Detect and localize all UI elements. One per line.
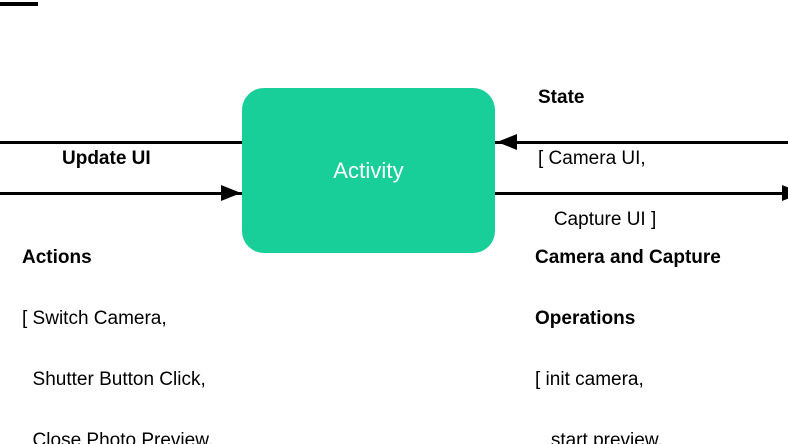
edge-label-state-item: Capture UI ] bbox=[538, 209, 657, 230]
edge-label-operations-item: start preview, bbox=[535, 430, 663, 444]
edge-label-state-item: [ Camera UI, bbox=[538, 148, 646, 169]
edge-label-operations-heading-line-2: Operations bbox=[535, 308, 636, 329]
edge-label-update-ui: Update UI bbox=[62, 110, 151, 207]
activity-node-label: Activity bbox=[333, 157, 404, 183]
edge-label-operations-heading-line-1: Camera and Capture bbox=[535, 247, 721, 268]
corner-rule-mark bbox=[0, 2, 38, 6]
arrow-head-actions-into-node bbox=[221, 185, 241, 201]
edge-line-state bbox=[495, 141, 788, 144]
arrow-head-state-into-node bbox=[497, 134, 517, 150]
arrow-head-operations-outgoing bbox=[782, 185, 788, 201]
edge-line-camera-capture-operations bbox=[495, 192, 788, 195]
edge-line-update-ui bbox=[0, 141, 252, 144]
edge-label-operations-item: [ init camera, bbox=[535, 369, 644, 390]
edge-label-actions-item: Close Photo Preview, bbox=[22, 430, 214, 444]
activity-node: Activity bbox=[242, 88, 495, 253]
edge-label-state: State [ Camera UI, Capture UI ] bbox=[538, 49, 656, 268]
edge-label-actions-item: Shutter Button Click, bbox=[22, 369, 206, 390]
edge-label-update-ui-heading: Update UI bbox=[62, 148, 151, 169]
edge-label-actions-item: [ Switch Camera, bbox=[22, 308, 167, 329]
edge-label-camera-capture-operations: Camera and Capture Operations [ init cam… bbox=[535, 209, 721, 444]
edge-label-state-heading: State bbox=[538, 87, 585, 108]
edge-label-actions: Actions [ Switch Camera, Shutter Button … bbox=[22, 209, 252, 444]
edge-line-actions bbox=[0, 192, 252, 195]
edge-label-actions-heading: Actions bbox=[22, 247, 92, 268]
